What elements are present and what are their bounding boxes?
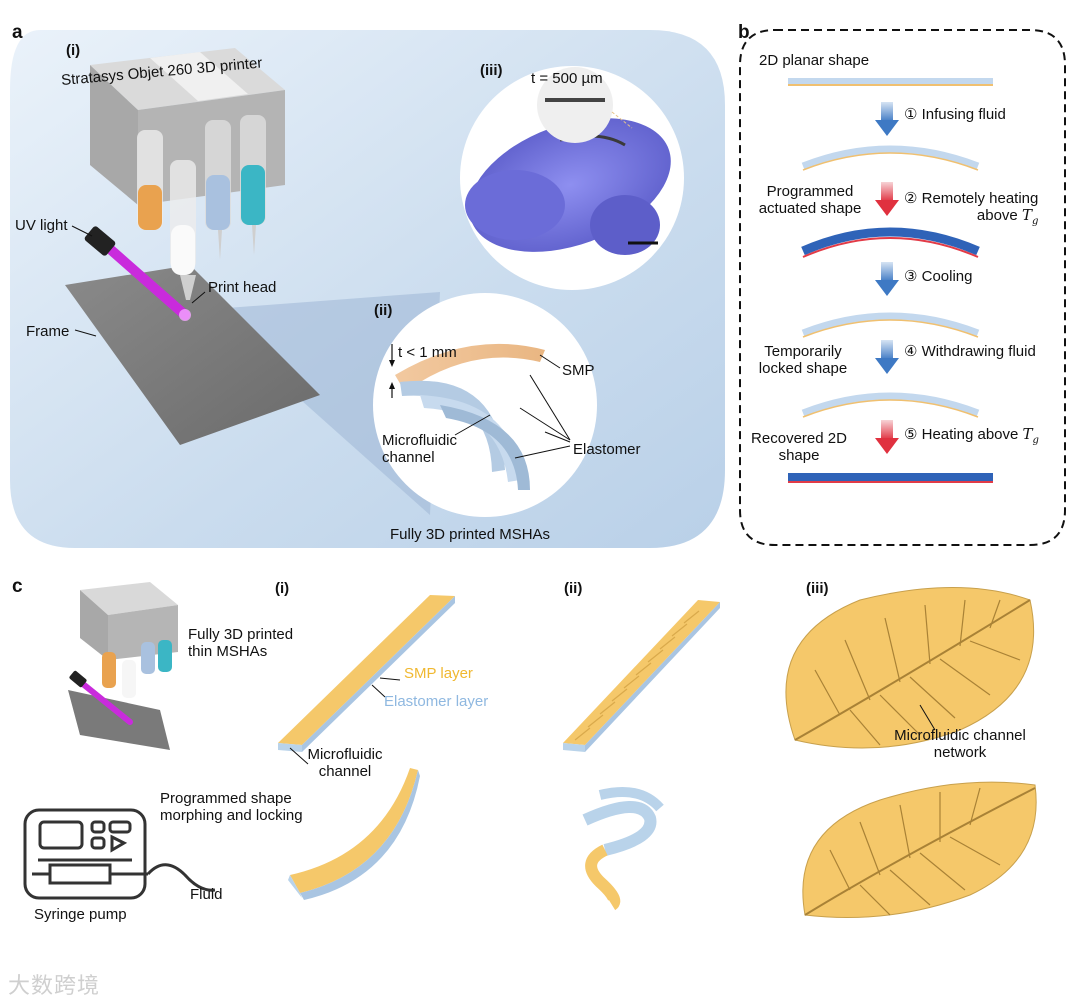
step5-tg: T xyxy=(1022,425,1033,443)
mshas-illustration xyxy=(395,343,545,490)
panel-c-sub-i: (i) xyxy=(275,580,290,597)
arrow-step-4 xyxy=(875,340,899,374)
panel-c-graphics xyxy=(23,582,1037,918)
network-label: Microfluidic channel network xyxy=(880,727,1040,762)
programmed-label-l1: Programmed xyxy=(766,183,854,200)
uv-light-label: UV light xyxy=(15,217,68,234)
arrow-step-3 xyxy=(875,262,899,296)
panel-a-letter: a xyxy=(12,22,23,43)
fluid-label: Fluid xyxy=(190,886,223,903)
panel-b-graphics xyxy=(739,29,1066,546)
microfluidic-c-label: Microfluidic channel xyxy=(300,746,390,781)
step5-tg-sub: g xyxy=(1032,435,1039,446)
leaf-curved xyxy=(802,781,1037,918)
leaf-flat xyxy=(785,587,1035,749)
microfluidic-c-l1: Microfluidic xyxy=(307,746,383,763)
programmed-label-l2: actuated shape xyxy=(758,200,862,218)
printed-thin-l1: Fully 3D printed xyxy=(188,626,294,643)
programmed-morphing-l1: Programmed shape xyxy=(160,790,292,807)
planar-strip xyxy=(788,78,993,84)
frame-label: Frame xyxy=(26,323,70,340)
sample-magnifier xyxy=(537,67,613,143)
frame-plate xyxy=(65,265,320,445)
printer-stripe xyxy=(150,52,248,101)
panel-b-border xyxy=(739,29,1066,546)
smp-layer-label: SMP layer xyxy=(404,665,473,682)
panel-a-sub-ii: (ii) xyxy=(374,302,393,319)
arrow-step-5 xyxy=(875,420,899,454)
step2-tg-sub: g xyxy=(1031,216,1039,228)
step2-tg: T xyxy=(1021,206,1032,225)
syringe-pump-icon xyxy=(23,808,216,900)
panel-c-sub-ii: (ii) xyxy=(564,580,583,597)
glove-photo xyxy=(465,118,671,255)
programmed-label: Programmed actuated shape xyxy=(744,183,876,218)
network-l2: network xyxy=(933,744,987,762)
watermark-logo: 大数跨境 xyxy=(8,974,101,999)
network-l1: Microfluidic channel xyxy=(894,727,1026,744)
recovered-strip xyxy=(788,473,993,481)
mshas-caption: Fully 3D printed MSHAs xyxy=(390,526,551,543)
temp-label-l2: locked shape xyxy=(758,360,848,378)
printed-thin-label: Fully 3D printed thin MSHAs xyxy=(188,626,293,661)
step2-label-l2: above xyxy=(976,207,1018,225)
panel-a-sub-i: (i) xyxy=(66,42,81,59)
elastomer-label: Elastomer xyxy=(573,441,641,458)
panel-c-letter: c xyxy=(12,576,23,597)
strip-i-flat xyxy=(278,595,455,752)
elastomer-layer-label: Elastomer layer xyxy=(384,693,489,710)
locked-strip xyxy=(801,392,980,417)
recovered-label-l1: Recovered 2D xyxy=(751,430,847,447)
zoom-circle-ii xyxy=(373,293,597,517)
panel-a-sub-iii: (iii) xyxy=(480,62,503,79)
temp-label: Temporarily locked shape xyxy=(744,343,862,378)
step5-label: ⑤ Heating above Tg xyxy=(904,425,1039,447)
programmed-morphing-l2: morphing and locking xyxy=(160,807,303,825)
planar-label: 2D planar shape xyxy=(759,52,870,69)
strip-ii-flat xyxy=(563,600,720,752)
recovered-label-l2: shape xyxy=(778,447,820,465)
programmed-morphing-label: Programmed shape morphing and locking xyxy=(160,790,303,825)
cartridges xyxy=(137,115,266,300)
uv-light-wand xyxy=(84,226,191,321)
panel-b-letter: b xyxy=(738,22,750,43)
step2-label: ② Remotely heating above Tg xyxy=(904,190,1038,228)
arrow-step-2 xyxy=(875,182,899,216)
smp-label: SMP xyxy=(562,362,595,379)
small-printer xyxy=(68,582,178,750)
syringe-pump-label: Syringe pump xyxy=(34,906,127,923)
microfluidic-channel-label-l1: Microfluidic xyxy=(382,432,458,449)
infused-strip xyxy=(801,145,980,170)
thickness-ii-label: t < 1 mm xyxy=(398,344,457,361)
step5-label-text: ⑤ Heating above xyxy=(904,426,1019,443)
printer-front xyxy=(90,65,138,205)
strip-i-bent xyxy=(288,768,420,900)
print-head-label: Print head xyxy=(208,279,277,296)
step2-label-l1: ② Remotely heating xyxy=(904,190,1039,207)
recovered-label: Recovered 2D shape xyxy=(744,430,854,465)
microfluidic-c-l2: channel xyxy=(318,763,372,781)
panel-a-graphics xyxy=(10,30,725,548)
microfluidic-channel-label: Microfluidic channel xyxy=(382,432,457,467)
step3-label: ③ Cooling xyxy=(904,268,973,285)
temp-label-l1: Temporarily xyxy=(764,343,842,360)
strip-ii-helix xyxy=(582,787,664,911)
actuated-strip xyxy=(801,227,980,256)
microfluidic-channel-label-l2: channel xyxy=(382,449,435,467)
step4-label: ④ Withdrawing fluid xyxy=(904,343,1036,360)
thickness-iii-label: t = 500 µm xyxy=(531,70,603,87)
printed-thin-l2: thin MSHAs xyxy=(188,643,268,661)
step1-label: ① Infusing fluid xyxy=(904,106,1006,123)
arrow-step-1 xyxy=(875,102,899,136)
cooled-strip xyxy=(801,312,980,337)
panel-c-sub-iii: (iii) xyxy=(806,580,829,597)
